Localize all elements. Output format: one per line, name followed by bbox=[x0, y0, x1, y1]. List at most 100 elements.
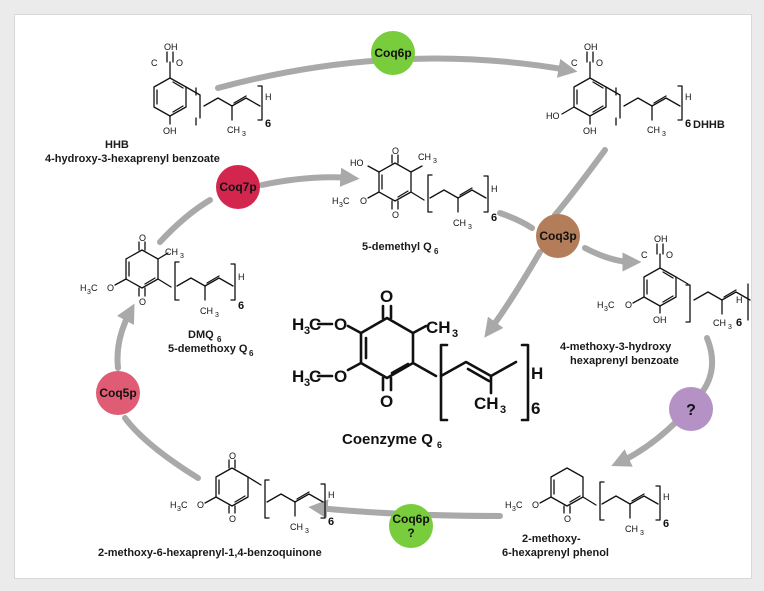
enzyme-label: ? bbox=[686, 402, 696, 419]
atom-subscript: 3 bbox=[468, 224, 472, 231]
atom-subscript: 3 bbox=[87, 289, 91, 296]
atom-c: C bbox=[151, 58, 158, 68]
compound-name-dmq: DMQ bbox=[188, 329, 214, 341]
atom-c: C bbox=[516, 500, 523, 510]
enzyme-label: Coq6p bbox=[392, 512, 429, 526]
atom-subscript: 3 bbox=[662, 131, 666, 138]
atom-methoxy-o: O bbox=[625, 300, 632, 310]
atom-subscript: 3 bbox=[433, 158, 437, 165]
atom-o: O bbox=[564, 514, 571, 524]
atom-ch3: CH bbox=[227, 125, 240, 135]
compound-full-subscript-dmq: 6 bbox=[249, 349, 254, 358]
atom-o: O bbox=[392, 210, 399, 220]
compound-name-benzoquinone: 2-methoxy-6-hexaprenyl-1,4-benzoquinone bbox=[98, 547, 322, 559]
arrow-methoxyhydroxy-to-unknown bbox=[697, 335, 716, 398]
compound-subscript-dmq: 6 bbox=[217, 335, 222, 344]
atom-methoxy-o: O bbox=[532, 500, 539, 510]
atom-subscript: 3 bbox=[640, 530, 644, 537]
atom-repeat: 6 bbox=[265, 118, 271, 130]
atom-oh: OH bbox=[163, 126, 177, 136]
compound-name-hhb: HHB bbox=[105, 139, 129, 151]
atom-o: O bbox=[392, 146, 399, 156]
atom-h3c: H bbox=[597, 300, 604, 310]
enzyme-label: Coq5p bbox=[99, 386, 136, 400]
structure-5-demethyl-q6: O O HO O H 3 C CH 3 H CH 3 6 bbox=[332, 146, 498, 231]
atom-subscript: 3 bbox=[604, 306, 608, 313]
atom-methoxy-o: O bbox=[107, 283, 114, 293]
atom-h: H bbox=[491, 184, 498, 194]
atom-c: C bbox=[91, 283, 98, 293]
atom-o: O bbox=[596, 58, 603, 68]
arrow-coq5p-to-dmq bbox=[114, 303, 135, 371]
atom-o: O bbox=[176, 58, 183, 68]
enzyme-label: Coq7p bbox=[219, 180, 256, 194]
atom-ch3: CH bbox=[418, 152, 431, 162]
compound-name-demethyl: 5-demethyl Q bbox=[362, 241, 432, 253]
atom-h3c: H bbox=[292, 367, 304, 386]
atom-ch3: CH bbox=[165, 247, 178, 257]
structure-benzoquinone: O O O H 3 C H CH 3 6 bbox=[170, 451, 335, 535]
atom-oh: OH bbox=[653, 315, 667, 325]
enzyme-coq6p-top: Coq6p bbox=[371, 31, 415, 75]
atom-c: C bbox=[608, 300, 615, 310]
compound-name-dhhb: DHHB bbox=[693, 119, 725, 131]
structure-hhb: OH C O OH H CH 3 6 bbox=[151, 42, 272, 138]
atom-ch3: CH bbox=[647, 125, 660, 135]
atom-oh: OH bbox=[164, 42, 178, 52]
atom-h: H bbox=[265, 92, 272, 102]
atom-subscript: 3 bbox=[512, 506, 516, 513]
arrow-coq3p-to-coq bbox=[484, 249, 543, 338]
atom-subscript: 3 bbox=[452, 328, 458, 340]
atom-subscript: 3 bbox=[304, 377, 310, 389]
atom-methoxy-o: O bbox=[334, 315, 347, 334]
enzyme-question-mark: ? bbox=[407, 526, 414, 540]
atom-repeat: 6 bbox=[328, 516, 334, 528]
atom-oh: OH bbox=[584, 42, 598, 52]
arrow-unknown-to-phenol bbox=[611, 417, 681, 467]
atom-o: O bbox=[380, 392, 393, 411]
atom-o: O bbox=[139, 297, 146, 307]
atom-repeat: 6 bbox=[238, 300, 244, 312]
compound-line2-phenol: 6-hexaprenyl phenol bbox=[502, 547, 609, 559]
atom-oh: OH bbox=[654, 234, 668, 244]
structure-coenzyme-q6: O O O H 3 C O H 3 C CH 3 H CH 3 6 bbox=[292, 287, 543, 422]
arrow-coq3p-to-methoxyhydroxy bbox=[582, 245, 642, 272]
diagram-frame bbox=[14, 14, 752, 579]
atom-c: C bbox=[181, 500, 188, 510]
atom-o: O bbox=[229, 514, 236, 524]
enzyme-unknown: ? bbox=[669, 387, 713, 431]
atom-o: O bbox=[229, 451, 236, 461]
atom-repeat: 6 bbox=[663, 518, 669, 530]
atom-subscript: 3 bbox=[728, 324, 732, 331]
arrow-demethyl-to-coq3p bbox=[497, 210, 535, 231]
atom-ch3: CH bbox=[426, 318, 451, 337]
enzyme-circle bbox=[371, 31, 415, 75]
atom-subscript: 3 bbox=[339, 202, 343, 209]
atom-ho: HO bbox=[546, 111, 560, 121]
enzyme-circle bbox=[536, 214, 580, 258]
arrow-dhhb-to-demethyl bbox=[552, 147, 608, 218]
atom-ch3: CH bbox=[474, 394, 499, 413]
compound-subscript-demethyl: 6 bbox=[434, 247, 439, 256]
atom-o: O bbox=[139, 233, 146, 243]
atom-ch3: CH bbox=[290, 522, 303, 532]
atom-h3c: H bbox=[332, 196, 339, 206]
enzyme-label: Coq6p bbox=[374, 46, 411, 60]
structure-methoxy-phenol: O O H 3 C H CH 3 6 bbox=[505, 467, 670, 537]
atom-h3c: H bbox=[292, 315, 304, 334]
atom-methoxy-o: O bbox=[197, 500, 204, 510]
atom-h: H bbox=[238, 272, 245, 282]
compound-full-dmq: 5-demethoxy Q bbox=[168, 343, 248, 355]
compound-full-hhb: 4-hydroxy-3-hexaprenyl benzoate bbox=[45, 153, 220, 165]
atom-subscript: 3 bbox=[304, 325, 310, 337]
enzyme-coq6p-bottom: Coq6p ? bbox=[389, 504, 433, 548]
atom-c: C bbox=[343, 196, 350, 206]
atom-ho: HO bbox=[350, 158, 364, 168]
enzyme-circle bbox=[389, 504, 433, 548]
atom-repeat: 6 bbox=[491, 212, 497, 224]
atom-h3c: H bbox=[505, 500, 512, 510]
atom-oh: OH bbox=[583, 126, 597, 136]
arrow-coq7p-to-demethyl bbox=[259, 167, 360, 188]
atom-methoxy-o: O bbox=[334, 367, 347, 386]
enzyme-circle bbox=[669, 387, 713, 431]
